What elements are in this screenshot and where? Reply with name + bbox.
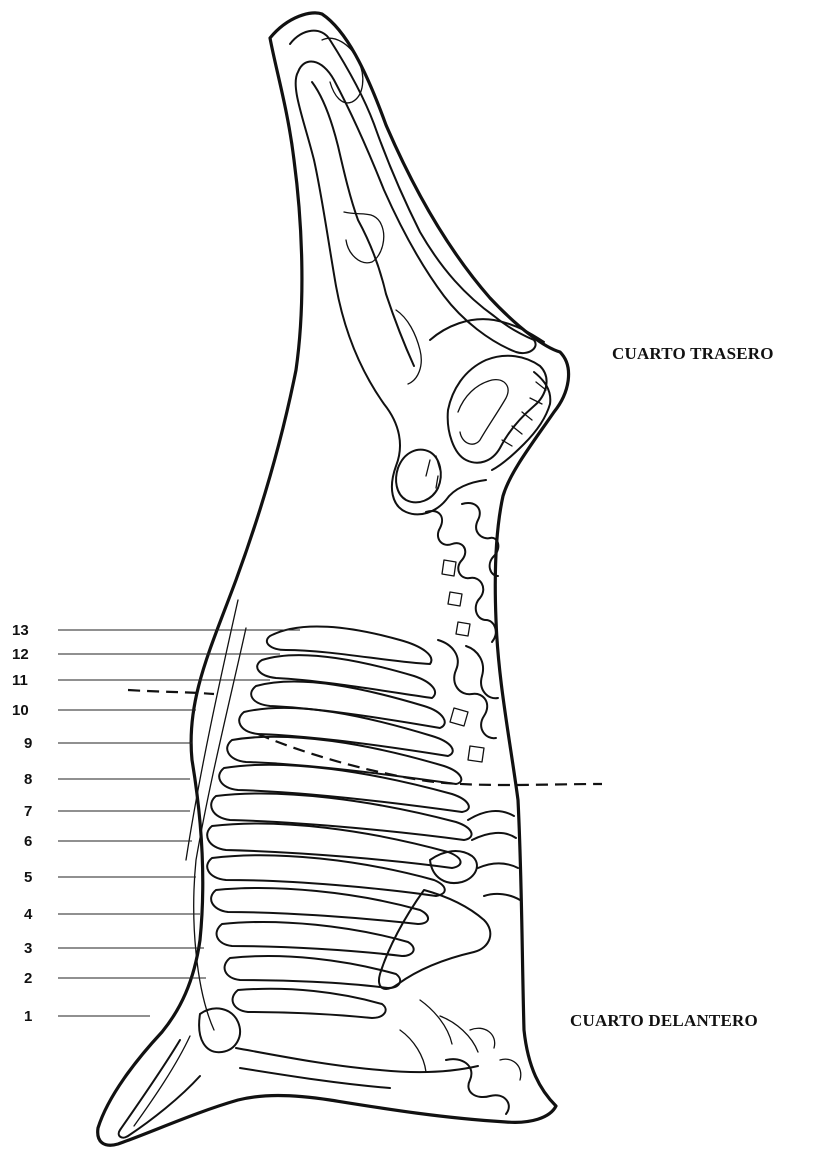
cut-line-rib-separation [258,734,602,785]
rib-number-4: 4 [24,906,33,923]
rib-number-11: 11 [12,672,28,689]
hindquarter-label: CUARTO TRASERO [612,344,774,363]
hind-leg-structures [290,31,550,515]
rib-number-13: 13 [12,622,29,639]
rib-number-8: 8 [24,771,32,788]
rib-number-12: 12 [12,646,29,663]
rib-number-9: 9 [24,735,32,752]
rib-number-5: 5 [24,869,32,886]
rib-number-1: 1 [24,1008,32,1025]
rib-number-2: 2 [24,970,32,987]
rib-numbers: 13 12 11 10 9 8 7 6 5 4 3 2 1 [12,622,33,1025]
cut-lines [128,690,602,785]
rib-number-3: 3 [24,940,32,957]
rib-number-6: 6 [24,833,32,850]
cut-line-upper [128,690,214,694]
rib-number-7: 7 [24,803,32,820]
spine-vertebrae [426,503,498,762]
forequarter-label: CUARTO DELANTERO [570,1011,758,1030]
carcass-outline [98,13,569,1145]
rib-cage [186,600,472,1030]
rib-number-10: 10 [12,702,29,719]
